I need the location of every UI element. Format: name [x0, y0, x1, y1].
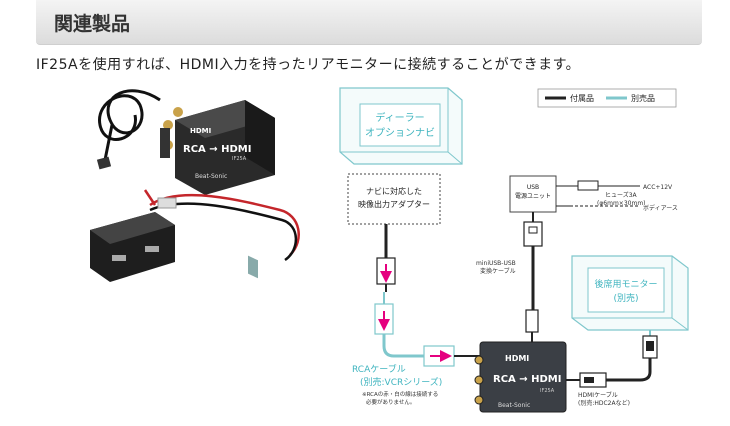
rear-monitor-line1: 後席用モニター — [594, 278, 657, 290]
device-code: IF25A — [540, 388, 555, 394]
rear-monitor-line2: (別売) — [613, 292, 638, 304]
adapter-line1: ナビに対応した — [366, 186, 422, 196]
section-header: 関連製品 — [36, 0, 702, 45]
legend-included: 付属品 — [570, 93, 594, 103]
converter-box: HDMI RCA → HDMI IF25A Beat-Sonic — [160, 100, 275, 279]
rear-monitor: 後席用モニター (別売) — [571, 255, 689, 331]
mini-usb-plug — [525, 309, 539, 333]
rca-note-line1: ※RCAの赤・白の線は接続する — [362, 390, 438, 398]
usb-power-unit-box: USB 電源ユニット — [509, 175, 557, 213]
legend: 付属品 別売品 — [537, 88, 677, 108]
rca-note-line2: 必要がありません。 — [366, 398, 415, 406]
dealer-navi-line2: オプションナビ — [365, 127, 435, 139]
rca-cable-line1: RCAケーブル — [352, 363, 406, 375]
usb-power-unit — [90, 212, 175, 282]
product-brand: Beat-Sonic — [195, 173, 227, 180]
device-logo: HDMI — [505, 354, 529, 363]
dealer-navi-line1: ディーラー — [375, 111, 424, 124]
product-photo: HDMI RCA → HDMI IF25A Beat-Sonic — [90, 89, 300, 282]
fuse-icon — [577, 180, 599, 191]
body-earth-label: ボディアース — [643, 204, 678, 212]
product-model-label: RCA → HDMI — [183, 144, 251, 155]
dealer-navi: ディーラー オプションナビ — [339, 87, 463, 165]
usb-unit-line1: USB — [527, 184, 539, 191]
legend-sold-separately: 別売品 — [631, 93, 655, 103]
adapter-line2: 映像出力アダプター — [358, 199, 430, 209]
fuse-line2: (φ6mm×30mm) — [597, 200, 646, 207]
converter-device: HDMI RCA → HDMI IF25A Beat-Sonic — [474, 341, 567, 413]
device-label: RCA → HDMI — [493, 374, 561, 385]
rca-cable-line2: (別売:VCRシリーズ) — [360, 376, 442, 388]
acc-label: ACC+12V — [643, 184, 673, 191]
navi-adapter-box: ナビに対応した 映像出力アダプター — [347, 173, 441, 225]
hdmi-cable-line1: HDMIケーブル — [578, 391, 618, 399]
intro-text: IF25Aを使用すれば、HDMI入力を持ったリアモニターに接続することができます… — [36, 57, 581, 73]
product-model-code: IF25A — [232, 156, 247, 162]
fuse-line1: ヒューズ3A — [605, 191, 638, 199]
device-brand: Beat-Sonic — [498, 402, 530, 409]
mini-usb-cable-line1: miniUSB-USB — [476, 260, 516, 267]
usb-a-plug — [523, 221, 543, 247]
usb-unit-line2: 電源ユニット — [515, 192, 551, 200]
product-logo: HDMI — [190, 127, 211, 135]
section-title: 関連製品 — [54, 13, 131, 35]
hdmi-cable-line2: (別売:HDC2Aなど) — [578, 399, 630, 407]
mini-usb-cable-line2: 変換ケーブル — [480, 267, 516, 275]
